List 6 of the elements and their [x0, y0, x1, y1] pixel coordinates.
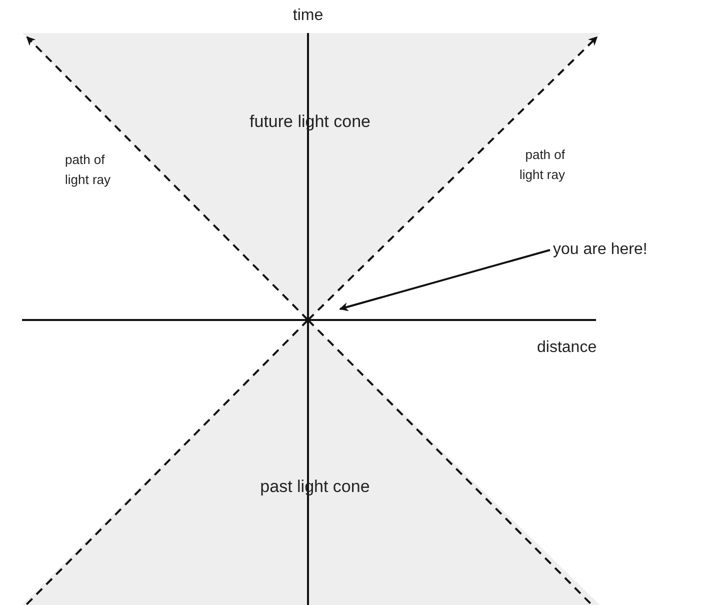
callout-text: you are here! [553, 240, 648, 260]
axis-label: time [292, 6, 324, 26]
ray-label: path of light ray [65, 151, 112, 189]
ray-label: path of light ray [518, 146, 565, 184]
axis-label: distance [537, 338, 597, 358]
leader-arrow [339, 249, 550, 312]
